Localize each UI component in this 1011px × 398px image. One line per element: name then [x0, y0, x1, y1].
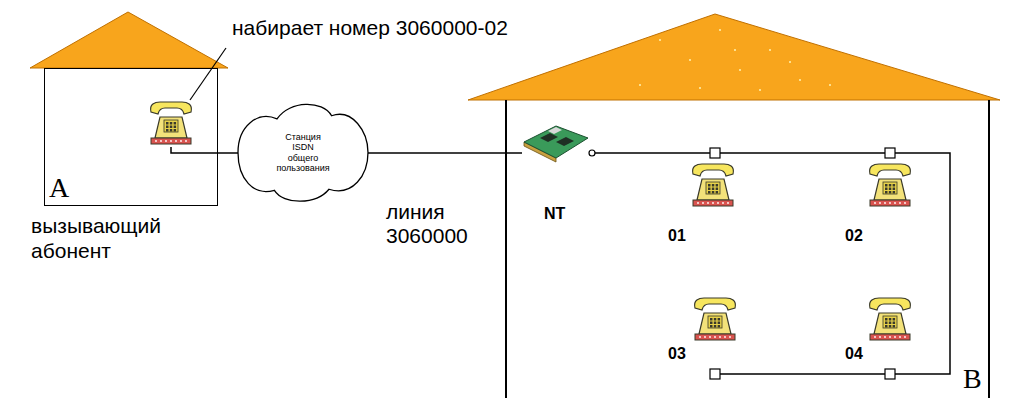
roof-dots — [639, 29, 831, 91]
terminal-number-slot: 01 — [668, 226, 686, 245]
phone-terminal: 01 — [662, 160, 752, 245]
line-connector — [218, 152, 238, 154]
house-letter-slot: A — [49, 171, 69, 205]
terminal-number: 01 — [668, 226, 686, 245]
isdn-cloud: Станция ISDN общего пользования — [238, 100, 368, 205]
bus-socket — [710, 148, 895, 379]
phone-wire — [171, 147, 218, 153]
terminal-number: 04 — [845, 344, 863, 363]
line-label: линия 3060000 — [386, 200, 486, 248]
device-label-slot: NT — [544, 204, 565, 223]
roof — [30, 12, 228, 68]
station-name-slot: Станция ISDN общего пользования — [238, 100, 368, 205]
phone-terminal: 04 — [839, 292, 929, 372]
callout-slot: набирает номер 3060000-02 — [232, 16, 508, 40]
leader-line — [190, 48, 226, 100]
subscriber-caption: вызывающий абонент — [31, 213, 211, 263]
nt-port — [589, 150, 595, 156]
phone-icon — [870, 298, 911, 340]
office-house: B NT 01 02 03 04 — [505, 100, 990, 398]
callout-text: набирает номер 3060000-02 — [232, 16, 508, 40]
subscriber-caption-slot: вызывающий абонент — [31, 213, 211, 263]
line-label-slot: линия 3060000 — [386, 200, 486, 248]
house-letter: A — [49, 171, 69, 205]
terminal-number-slot: 02 — [845, 226, 863, 245]
house-letter-slot: B — [963, 362, 982, 396]
device-label: NT — [544, 204, 565, 223]
nt-device: NT — [522, 118, 597, 228]
terminal-number: 03 — [668, 344, 686, 363]
station-name: Станция ISDN общего пользования — [276, 132, 329, 173]
terminal-number-slot: 04 — [845, 344, 863, 363]
phone-terminal: 03 — [662, 292, 752, 372]
house-letter: B — [963, 362, 982, 396]
line-connector — [368, 152, 522, 154]
caller-house: Aвызывающий абонент — [44, 68, 218, 206]
roof — [468, 14, 1000, 100]
phone-icon — [151, 102, 192, 144]
phone-icon — [693, 164, 734, 206]
phone-icon — [870, 164, 911, 206]
phone-icon — [695, 298, 736, 340]
phone-terminal: 02 — [839, 160, 929, 245]
terminal-number: 02 — [845, 226, 863, 245]
cloud-shape — [238, 104, 368, 201]
s-bus — [595, 153, 950, 374]
terminal-number-slot: 03 — [668, 344, 686, 363]
nt-board — [524, 126, 588, 162]
